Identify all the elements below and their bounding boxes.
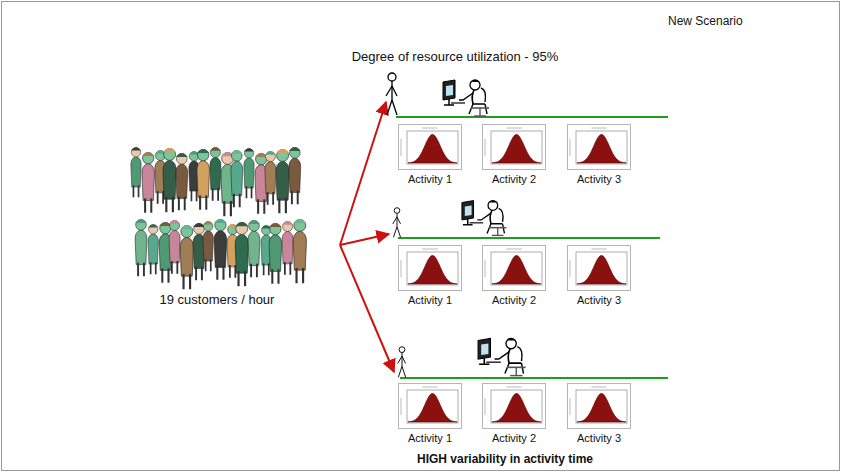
distribution-thumbnail (567, 124, 631, 170)
activity-label: Activity 1 (398, 432, 462, 444)
activity-label: Activity 2 (482, 173, 546, 185)
activity-label: Activity 3 (567, 294, 631, 306)
activity-label: Activity 3 (567, 173, 631, 185)
distribution-thumbnail (482, 383, 546, 429)
activity-label: Activity 2 (482, 294, 546, 306)
distribution-thumbnail (567, 245, 631, 291)
activity-label: Activity 2 (482, 432, 546, 444)
corner-note: New Scenario (668, 14, 743, 28)
activity-chart: Activity 3 (567, 124, 631, 185)
activity-chart: Activity 1 (398, 383, 462, 444)
diagram-caption: HIGH variability in activity time (330, 452, 680, 466)
distribution-thumbnail (482, 245, 546, 291)
activity-chart: Activity 1 (398, 124, 462, 185)
activity-chart: Activity 2 (482, 245, 546, 306)
activity-chart: Activity 3 (567, 245, 631, 306)
activity-chart: Activity 1 (398, 245, 462, 306)
distribution-thumbnail (398, 383, 462, 429)
activity-label: Activity 1 (398, 173, 462, 185)
distribution-thumbnail (482, 124, 546, 170)
activity-chart: Activity 3 (567, 383, 631, 444)
activity-chart: Activity 2 (482, 383, 546, 444)
diagram-title: Degree of resource utilization - 95% (300, 49, 610, 64)
distribution-thumbnail (398, 245, 462, 291)
activity-chart: Activity 2 (482, 124, 546, 185)
distribution-thumbnail (567, 383, 631, 429)
activity-label: Activity 1 (398, 294, 462, 306)
customer-crowd: 19 customers / hour (128, 140, 306, 307)
activity-label: Activity 3 (567, 432, 631, 444)
distribution-thumbnail (398, 124, 462, 170)
crowd-picture (128, 140, 306, 286)
arrival-rate: 19 customers / hour (128, 292, 306, 307)
